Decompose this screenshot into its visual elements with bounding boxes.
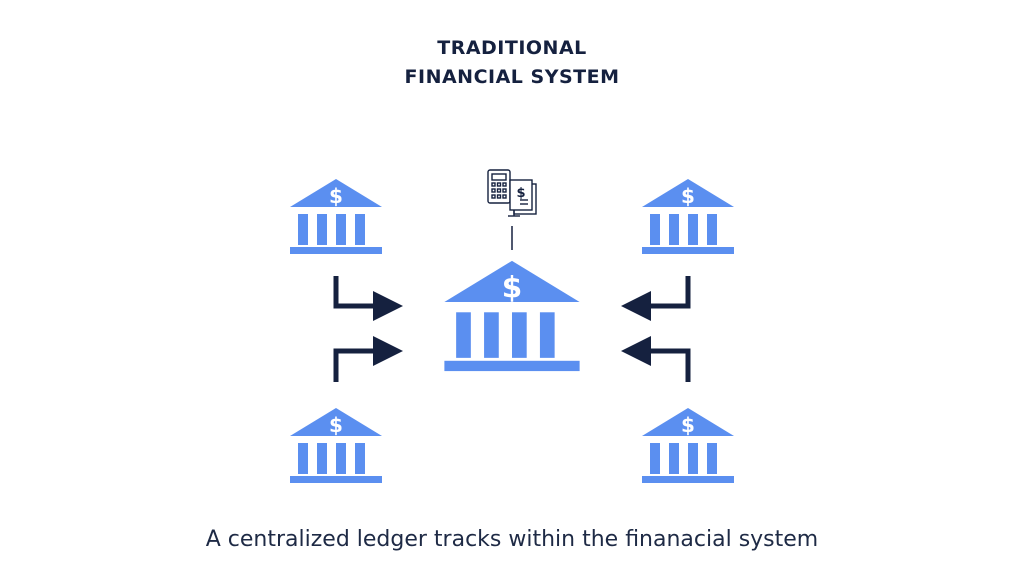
bank-icon-central: $ bbox=[444, 260, 580, 372]
bank-icon-top-left: $ bbox=[290, 179, 382, 254]
elbow-arrow-icon-lower-right bbox=[621, 336, 691, 382]
title-line-1: TRADITIONAL bbox=[437, 37, 587, 59]
bank-dollar-sign: $ bbox=[502, 271, 522, 305]
diagram-caption: A centralized ledger tracks within the f… bbox=[205, 527, 819, 552]
elbow-arrow-icon-upper-left bbox=[333, 276, 403, 321]
bank-icon-bottom-left: $ bbox=[290, 408, 382, 483]
bank-dollar-sign: $ bbox=[681, 184, 695, 208]
elbow-arrow-icon-upper-right bbox=[621, 276, 691, 321]
calculator-ledger-icon bbox=[487, 169, 537, 217]
bank-icon-top-right: $ bbox=[642, 179, 734, 254]
bank-dollar-sign: $ bbox=[681, 413, 695, 437]
ledger-dollar-sign: $ bbox=[516, 186, 525, 201]
bank-dollar-sign: $ bbox=[329, 184, 343, 208]
title-line-2: FINANCIAL SYSTEM bbox=[404, 66, 620, 88]
bank-dollar-sign: $ bbox=[329, 413, 343, 437]
bank-icon-bottom-right: $ bbox=[642, 408, 734, 483]
diagram-title: TRADITIONAL FINANCIAL SYSTEM bbox=[0, 34, 1024, 92]
elbow-arrow-icon-lower-left bbox=[333, 336, 403, 382]
